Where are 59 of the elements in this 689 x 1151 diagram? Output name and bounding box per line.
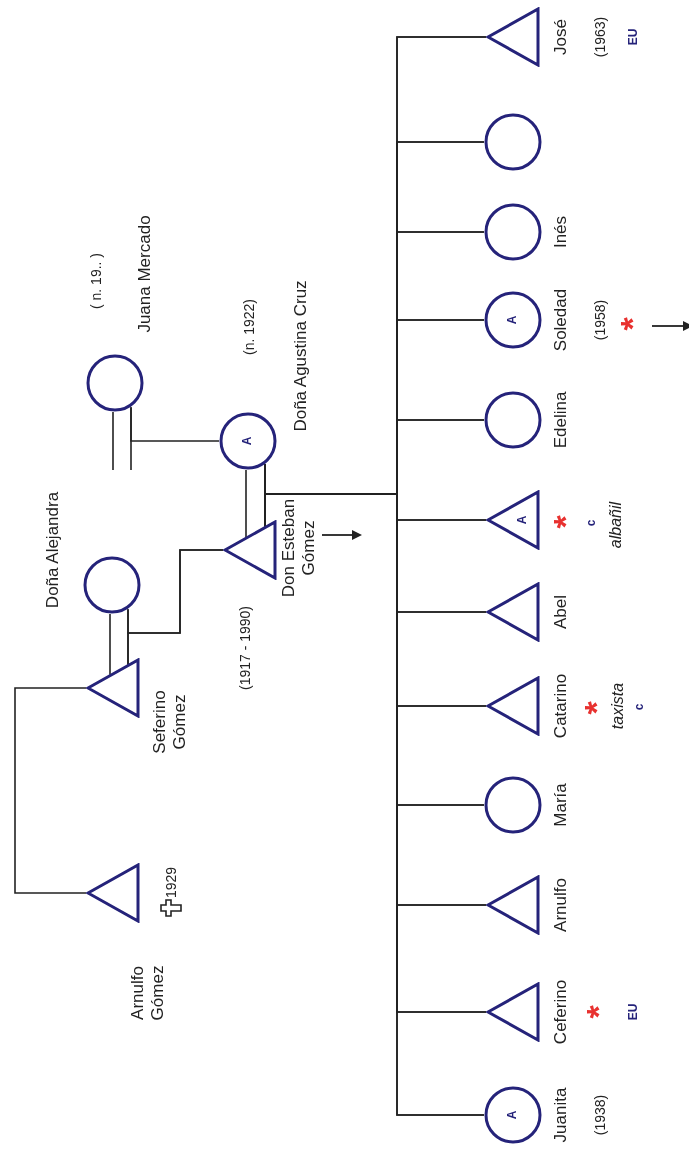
descent-line: [127, 549, 224, 634]
initial-letter: A: [241, 436, 254, 446]
female-circle: [83, 556, 141, 614]
asterisk-mark: *: [576, 701, 596, 715]
female-circle: [484, 776, 542, 834]
female-circle: [219, 412, 277, 470]
female-circle: [484, 113, 542, 171]
date-label: 1929: [162, 866, 180, 898]
asterisk-mark: *: [578, 1005, 598, 1019]
female-circle: [86, 354, 144, 412]
tag-label: c: [632, 703, 646, 711]
person-name: Seferino Gómez: [150, 689, 190, 756]
marriage-line: [109, 613, 111, 676]
person-name: Don Esteban Gómez: [279, 497, 319, 600]
female-circle: [484, 391, 542, 449]
person-name: Abel: [551, 595, 571, 629]
tag-label: EU: [626, 28, 640, 46]
person-name: José: [551, 19, 571, 55]
date-label: (1963): [591, 16, 609, 58]
male-triangle: [486, 676, 540, 736]
date-label: ( n. 19.. ): [87, 253, 105, 309]
sibling-line: [14, 687, 87, 894]
date-label: (n. 1922): [240, 299, 258, 355]
person-name: Arnulfo Gómez: [128, 964, 168, 1023]
male-triangle: [486, 875, 540, 935]
initial-letter: A: [506, 1110, 519, 1120]
person-name: Doña Alejandra: [43, 491, 63, 609]
male-triangle: [223, 520, 277, 580]
male-triangle: [486, 582, 540, 642]
date-label: (1917 - 1990): [236, 605, 254, 691]
occupation-label: taxista: [609, 682, 627, 730]
tag-label: EU: [626, 1003, 640, 1021]
male-triangle: [86, 863, 140, 923]
person-name: Ceferino: [551, 979, 571, 1045]
person-name: Juana Mercado: [135, 215, 155, 333]
initial-letter: A: [516, 515, 529, 525]
person-name: Inés: [551, 215, 571, 249]
person-name: Juanita: [551, 1087, 571, 1143]
person-name: Edelina: [551, 391, 571, 449]
date-label: (1938): [591, 1094, 609, 1136]
male-triangle: [486, 490, 540, 550]
person-name: Soledad: [551, 288, 571, 352]
date-label: (1958): [591, 299, 609, 341]
person-name: Arnulfo: [551, 878, 571, 932]
female-circle: [484, 1086, 542, 1144]
female-circle: [484, 291, 542, 349]
person-name: María: [551, 783, 571, 827]
male-triangle: [486, 7, 540, 67]
asterisk-mark: *: [545, 515, 565, 529]
initial-letter: A: [506, 315, 519, 325]
occupation-label: albañil: [607, 501, 625, 549]
female-circle: [484, 203, 542, 261]
tag-label: c: [584, 519, 598, 527]
asterisk-mark: *: [612, 317, 632, 331]
person-name: Doña Agustina Cruz: [291, 280, 311, 432]
person-name: Catarino: [551, 673, 571, 739]
male-triangle: [86, 658, 140, 718]
male-triangle: [486, 982, 540, 1042]
marriage-line: [245, 469, 247, 538]
